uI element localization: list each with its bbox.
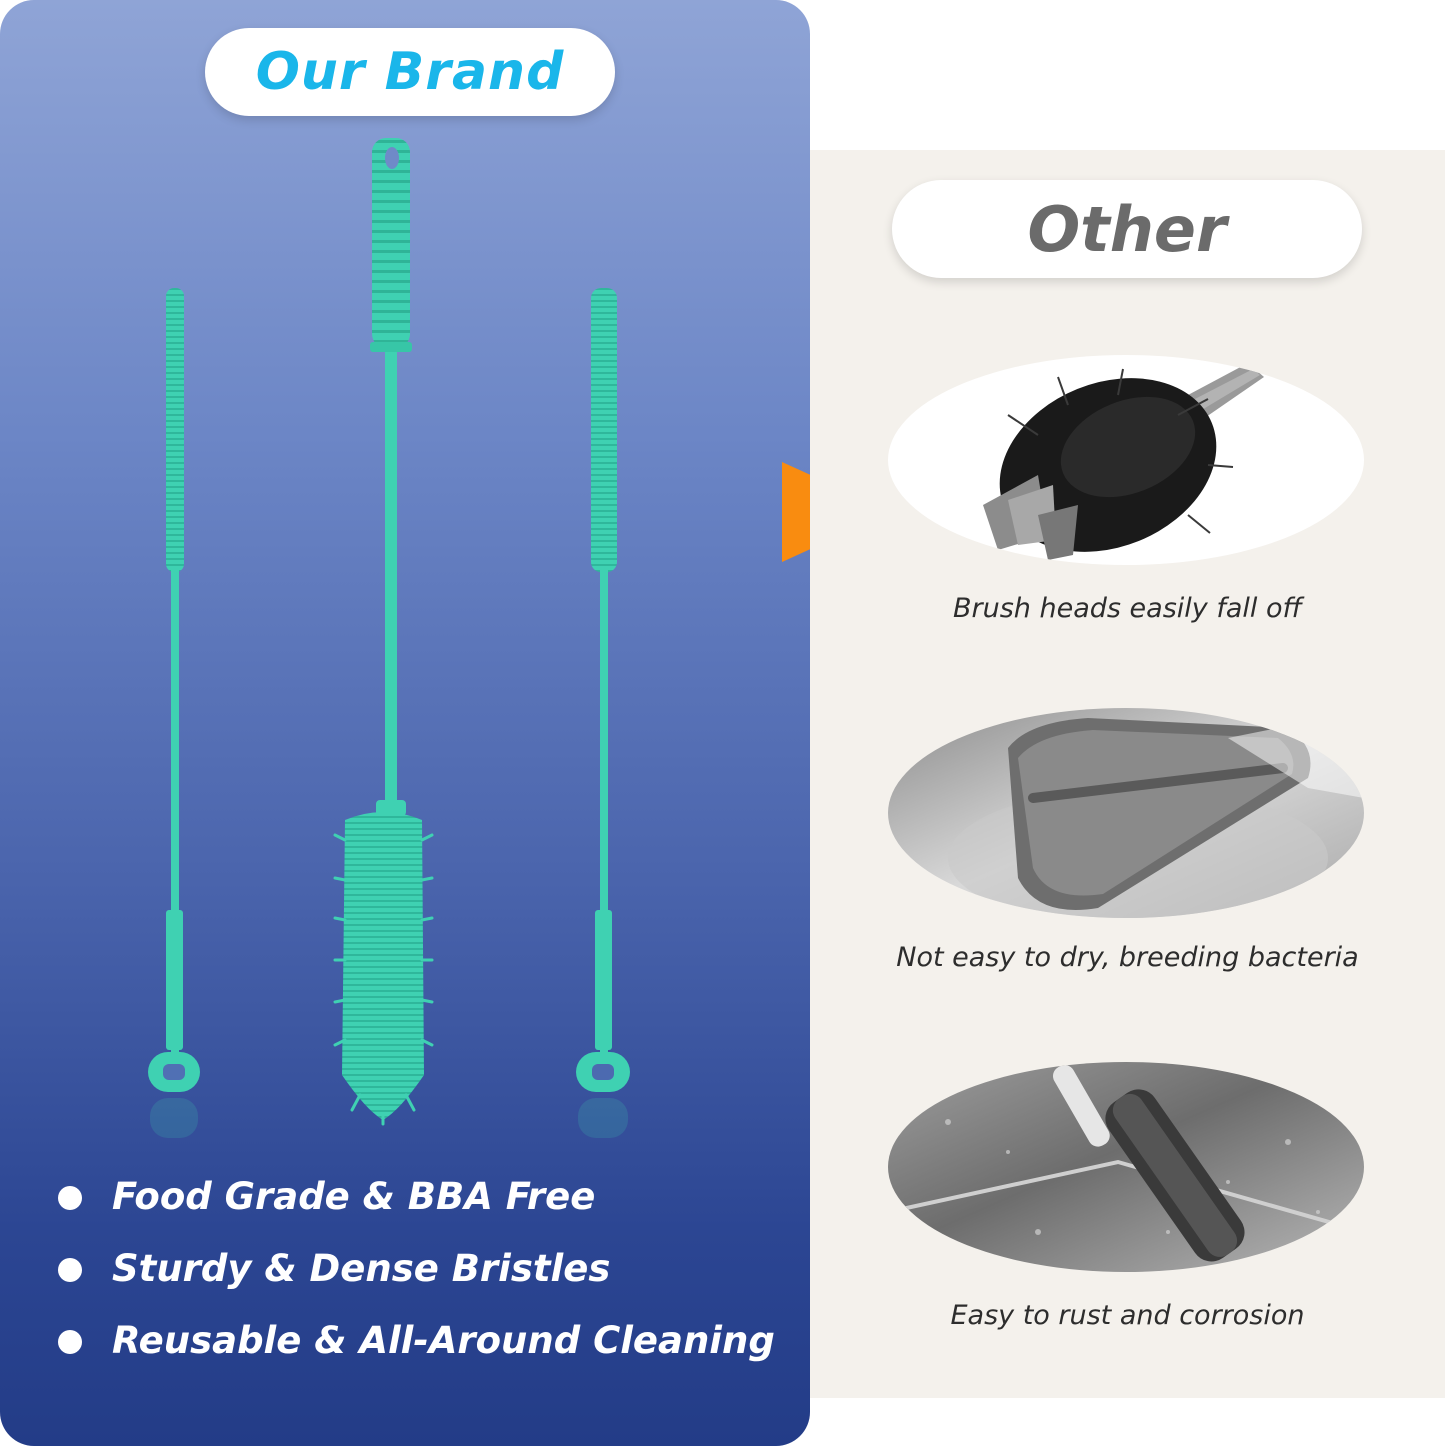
large-bottle-brush <box>333 138 434 1126</box>
brand-panel: Our Brand <box>0 0 810 1446</box>
sponge-brush-photo <box>888 708 1364 918</box>
bullet-icon <box>58 1330 82 1354</box>
wire-brush-photo <box>888 1062 1364 1272</box>
feature-item: Reusable & All-Around Cleaning <box>58 1304 798 1376</box>
brand-title: Our Brand <box>255 42 565 102</box>
feature-item: Sturdy & Dense Bristles <box>58 1232 798 1304</box>
feature-text: Sturdy & Dense Bristles <box>112 1246 611 1290</box>
caption-text: Brush heads easily fall off <box>953 593 1302 624</box>
other-panel: Other <box>810 150 1445 1398</box>
bullet-icon <box>58 1258 82 1282</box>
other-title-pill: Other <box>892 180 1362 278</box>
thin-brush-left <box>148 288 200 1138</box>
thin-brush-right <box>576 288 630 1138</box>
bullet-icon <box>58 1186 82 1210</box>
caption-text: Not easy to dry, breeding bacteria <box>896 942 1359 973</box>
brand-title-pill: Our Brand <box>205 28 615 116</box>
silicone-brushes-illustration <box>148 138 630 1138</box>
bristle-brush-head-photo <box>888 355 1364 565</box>
feature-text: Reusable & All-Around Cleaning <box>112 1318 775 1362</box>
feature-text: Food Grade & BBA Free <box>112 1174 596 1218</box>
feature-list: Food Grade & BBA Free Sturdy & Dense Bri… <box>58 1160 798 1376</box>
feature-item: Food Grade & BBA Free <box>58 1160 798 1232</box>
other-title: Other <box>1027 192 1227 266</box>
caption-text: Easy to rust and corrosion <box>950 1300 1305 1331</box>
